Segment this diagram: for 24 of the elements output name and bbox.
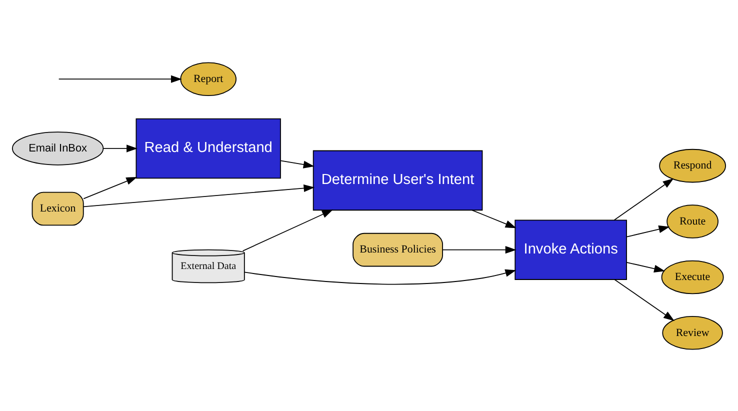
- arrow: [83, 176, 138, 199]
- node-ellipse: Route: [666, 204, 718, 238]
- arrow: [242, 209, 334, 251]
- node-box: Invoke Actions: [514, 219, 627, 280]
- node-ellipse: Review: [662, 316, 723, 350]
- arrow: [244, 268, 516, 284]
- node-ellipse: Execute: [661, 260, 724, 294]
- arrow: [83, 184, 315, 207]
- node-box: Determine User's Intent: [312, 150, 483, 210]
- node-box: Business Policies: [352, 232, 443, 266]
- arrow: [102, 144, 138, 152]
- arrow: [614, 178, 674, 220]
- arrow: [442, 245, 516, 254]
- node-ellipse: Report: [180, 62, 236, 96]
- node-ellipse: Respond: [659, 148, 726, 182]
- node-box: Lexicon: [32, 191, 84, 226]
- arrow: [280, 160, 314, 168]
- node-ellipse: Email InBox: [12, 131, 104, 165]
- arrow: [626, 261, 666, 272]
- arrow: [614, 278, 674, 321]
- arrow: [626, 224, 670, 237]
- arrow: [472, 209, 516, 228]
- arrow: [58, 74, 182, 82]
- node-box: Read & Understand: [136, 118, 281, 178]
